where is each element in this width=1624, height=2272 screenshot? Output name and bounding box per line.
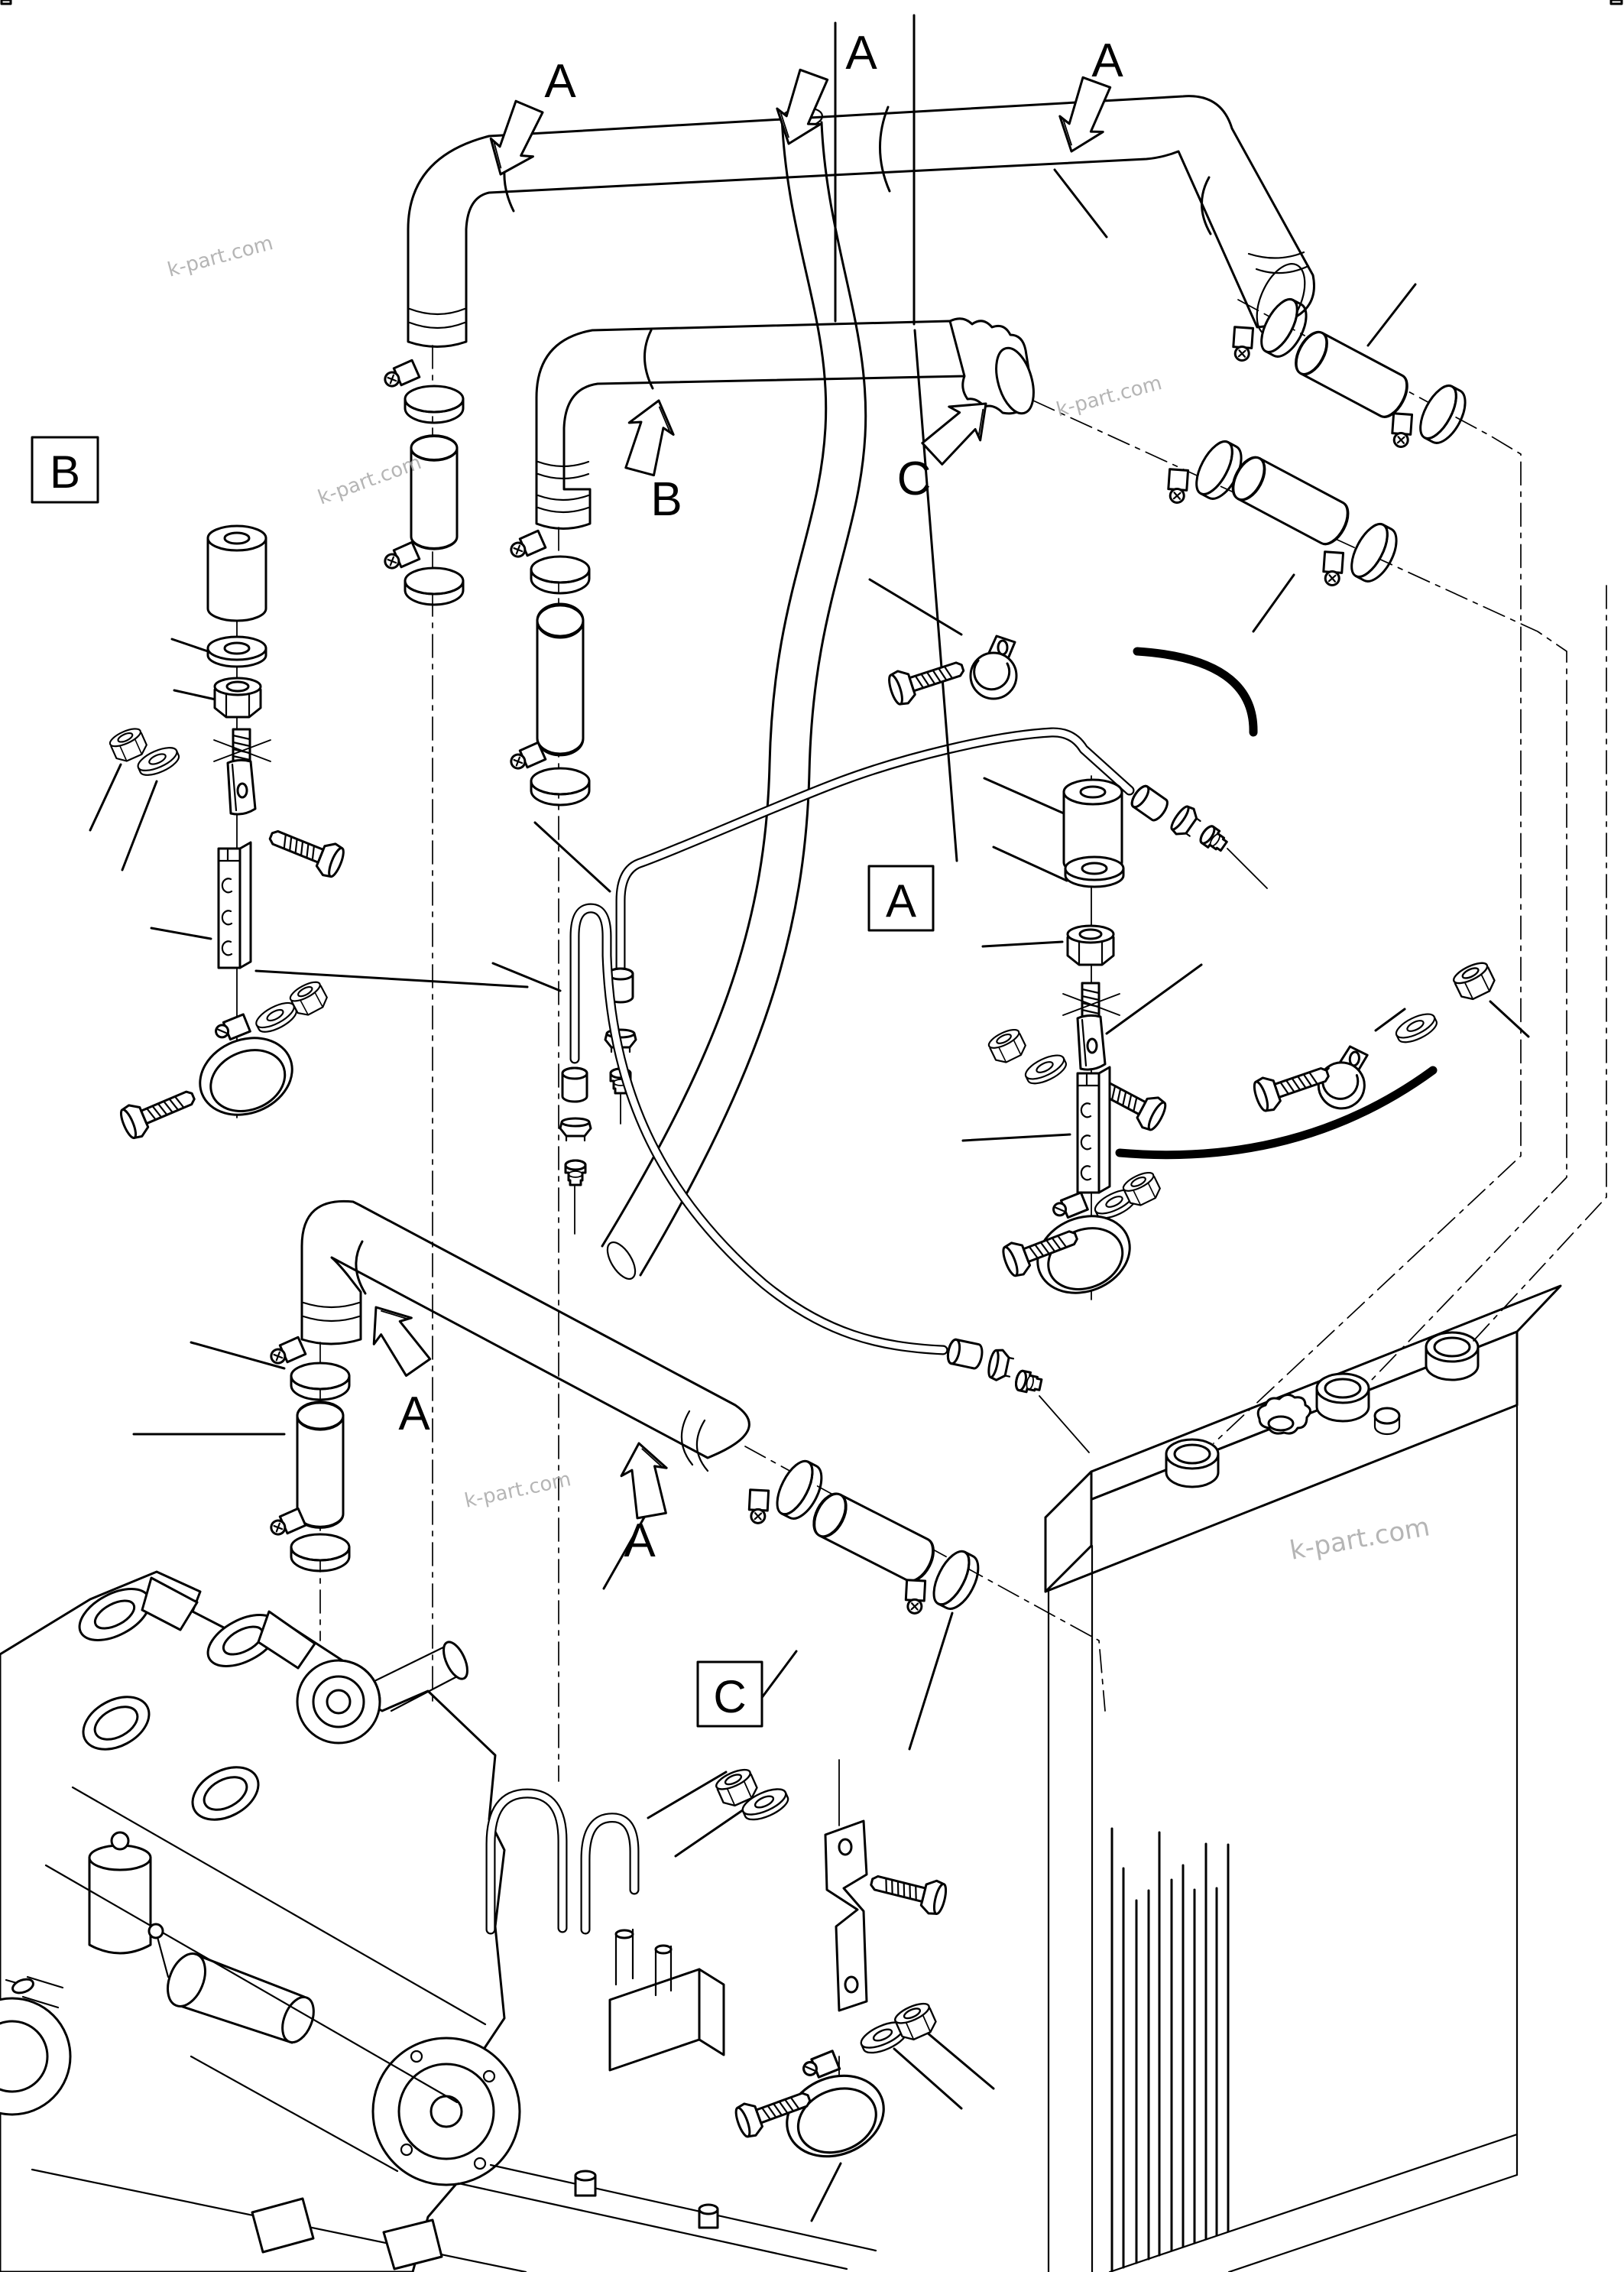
hose-sleeve [1288, 326, 1415, 424]
twisted-strap-bracket [824, 1819, 868, 2012]
rubber-bushing [206, 524, 267, 622]
watermark: k-part.com [165, 232, 276, 282]
engine-intake-ports [82, 1696, 260, 1821]
middle-pipe-assembly [535, 317, 1035, 530]
engine-block-lines [5, 1786, 527, 2272]
clevis-bracket [1076, 1014, 1107, 1071]
hex-bolt [116, 1079, 201, 1143]
section-label: B [50, 446, 80, 498]
view-arrow-label: B [650, 473, 682, 526]
hex-nut [213, 677, 262, 719]
engine-valve-covers [78, 1576, 316, 1670]
detail-c-parts [712, 1764, 950, 2172]
upper-pipe-assembly [407, 95, 1315, 348]
view-arrow-label: A [398, 1388, 430, 1440]
section-label-box-b: B [31, 436, 99, 504]
channel-bracket [217, 841, 252, 969]
hex-nut [1450, 958, 1499, 1005]
view-arrow-label: C [897, 453, 932, 505]
view-arrow-label: A [1091, 34, 1123, 87]
radiator-assembly [1044, 1284, 1562, 2272]
routing-arc [1115, 1066, 1438, 1160]
view-arrow-label: A [845, 27, 877, 80]
hex-bolt [884, 651, 969, 709]
hose-sleeve [1225, 450, 1356, 551]
engine-starter-motor [167, 1952, 315, 2044]
section-label-box-a: A [867, 865, 935, 932]
steel-tube-upper [604, 727, 1268, 1125]
return-hose [601, 106, 867, 1280]
washer [1021, 1050, 1071, 1089]
watermark: k-part.com [315, 451, 424, 510]
engine-mount-rails [457, 1928, 877, 2270]
view-arrows: A A A B C A A [355, 27, 1123, 1567]
hose-sleeve [297, 1402, 343, 1527]
steel-tube-lower [559, 903, 1090, 1453]
radiator-filler-cap [1256, 1394, 1311, 1435]
hex-nut [1066, 924, 1115, 966]
washer [1064, 855, 1125, 888]
engine-turbocharger [296, 1641, 468, 1745]
channel-bracket [1076, 1066, 1111, 1194]
section-label: C [713, 1671, 746, 1722]
hose-sleeve [537, 605, 583, 755]
watermark: k-part.com [1288, 1511, 1432, 1566]
section-label-box-c: C [696, 1660, 763, 1728]
section-marks [355, 105, 1212, 1295]
engine-assembly [0, 1570, 877, 2272]
view-arrow-b [616, 393, 682, 479]
corner-tick-left [0, 0, 12, 5]
hose-sleeve [806, 1487, 942, 1588]
centerline-hose-row-1 [1213, 299, 1522, 1444]
view-arrow-label: A [624, 1514, 656, 1567]
hex-bolt [263, 819, 348, 881]
hose-clamp [381, 359, 465, 424]
lower-pipe [300, 1199, 750, 1459]
engine-fan-pulley [0, 1997, 72, 2116]
cushion-clamp [969, 635, 1018, 700]
centerline-hose-row-3 [1473, 585, 1607, 1342]
radiator-ports [1165, 1331, 1480, 1488]
hose-sleeve [410, 434, 459, 550]
hose-clamp [381, 540, 465, 606]
section-label: A [886, 875, 916, 927]
washer [1392, 1008, 1441, 1048]
watermark: k-part.com [1054, 372, 1165, 422]
watermark: k-part.com [462, 1468, 573, 1513]
view-arrow-label: A [544, 55, 576, 108]
engine-heater-pipes [485, 1788, 640, 1935]
section-label-boxes: B A C [31, 436, 935, 1728]
band-clamp [187, 1013, 305, 1130]
detail-b-parts [106, 524, 348, 1143]
hose-clamp [507, 529, 591, 595]
routing-arc [1133, 647, 1258, 737]
centerline-hose-row-2 [1032, 400, 1567, 1383]
upper-pipe [407, 95, 1315, 348]
hex-bolt [866, 1864, 950, 1918]
engine-flywheel [371, 2037, 521, 2186]
corner-tick-right [1609, 0, 1623, 5]
detail-a-parts [884, 635, 1499, 1308]
engine-oil-filter [88, 1831, 152, 1955]
washer [206, 635, 267, 668]
lower-pipe-assembly [300, 1199, 750, 1472]
watermarks: k-part.com k-part.com k-part.com k-part.… [165, 232, 1432, 1566]
view-arrow-a5 [614, 1438, 676, 1521]
clevis-bracket [226, 758, 257, 816]
hose-clamp [267, 1336, 351, 1401]
radiator-core-fins [1110, 1827, 1230, 2272]
hex-nut [985, 1025, 1029, 1067]
